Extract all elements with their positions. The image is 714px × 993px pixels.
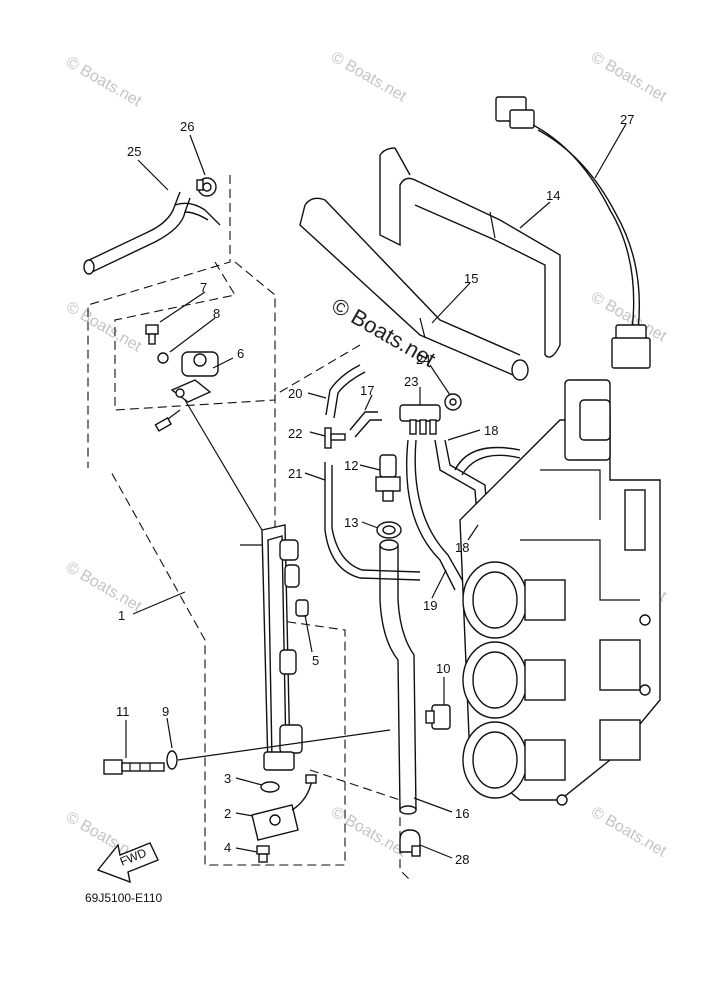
callout-23: 23	[404, 374, 418, 389]
watermark: © Boats.net	[328, 49, 410, 106]
pressure-regulator-6	[154, 351, 219, 432]
hose-14	[379, 147, 561, 358]
callout-22: 22	[288, 426, 302, 441]
callout-4: 4	[224, 840, 231, 855]
callout-18b: 18	[455, 540, 469, 555]
callout-13: 13	[344, 515, 358, 530]
callout-10: 10	[436, 661, 450, 676]
bolt-11	[103, 759, 165, 775]
clamp-28	[399, 829, 421, 857]
hose-19	[405, 439, 466, 591]
callout-numbers: 1 2 3 4 5 6 7 8 9 10 11 12 13 14 15 16 1…	[116, 112, 634, 867]
callout-3: 3	[224, 771, 231, 786]
fitting-2	[251, 774, 317, 841]
callout-26: 26	[180, 119, 194, 134]
wire-harness-27	[495, 96, 651, 369]
hose-20	[325, 364, 366, 419]
hose-15	[299, 197, 529, 381]
clamp-13	[376, 521, 402, 539]
hose-17	[349, 411, 382, 438]
callout-9: 9	[162, 704, 169, 719]
joint-22	[324, 427, 346, 449]
clamp-26	[196, 177, 217, 197]
callout-28: 28	[455, 852, 469, 867]
watermark: © Boats.net	[588, 49, 670, 106]
hose-16	[379, 539, 417, 815]
hose-25	[83, 191, 221, 275]
callout-25: 25	[127, 144, 141, 159]
leader-9	[177, 729, 391, 761]
callout-24: 24	[416, 352, 430, 367]
watermark: © Boats.net	[328, 804, 410, 861]
drawing-code: 69J5100-E110	[85, 891, 163, 905]
callout-21: 21	[288, 466, 302, 481]
valve-12	[375, 454, 401, 502]
screw-7	[145, 324, 159, 345]
callout-12: 12	[344, 458, 358, 473]
o-ring-3	[260, 781, 280, 793]
throttle-body-assembly	[459, 379, 661, 806]
callout-17: 17	[360, 383, 374, 398]
watermark: © Boats.net	[63, 54, 145, 111]
callout-19: 19	[423, 598, 437, 613]
callout-leaders	[125, 123, 627, 859]
callout-16: 16	[455, 806, 469, 821]
watermark: © Boats.net	[588, 804, 670, 861]
fwd-arrow-icon: FWD	[96, 842, 159, 884]
watermark: © Boats.net	[63, 299, 145, 356]
callout-11: 11	[116, 704, 130, 719]
callout-15: 15	[464, 271, 478, 286]
watermark: © Boats.net	[63, 559, 145, 616]
callout-18a: 18	[484, 423, 498, 438]
callout-2: 2	[224, 806, 231, 821]
washer-9	[166, 750, 178, 770]
callout-20: 20	[288, 386, 302, 401]
joint-23	[399, 404, 441, 435]
callout-14: 14	[546, 188, 560, 203]
assembly-outlines	[87, 175, 411, 881]
sensor-10	[425, 704, 451, 730]
callout-7: 7	[200, 280, 207, 295]
callout-8: 8	[213, 306, 220, 321]
callout-27: 27	[620, 112, 634, 127]
callout-1: 1	[118, 608, 125, 623]
callout-6: 6	[237, 346, 244, 361]
washer-8	[157, 352, 169, 364]
plug-4	[256, 845, 270, 863]
hose-21	[324, 462, 421, 581]
filter-5	[295, 599, 309, 617]
clip-24	[444, 393, 462, 411]
fuel-rail-1	[184, 399, 303, 771]
callout-5: 5	[312, 653, 319, 668]
